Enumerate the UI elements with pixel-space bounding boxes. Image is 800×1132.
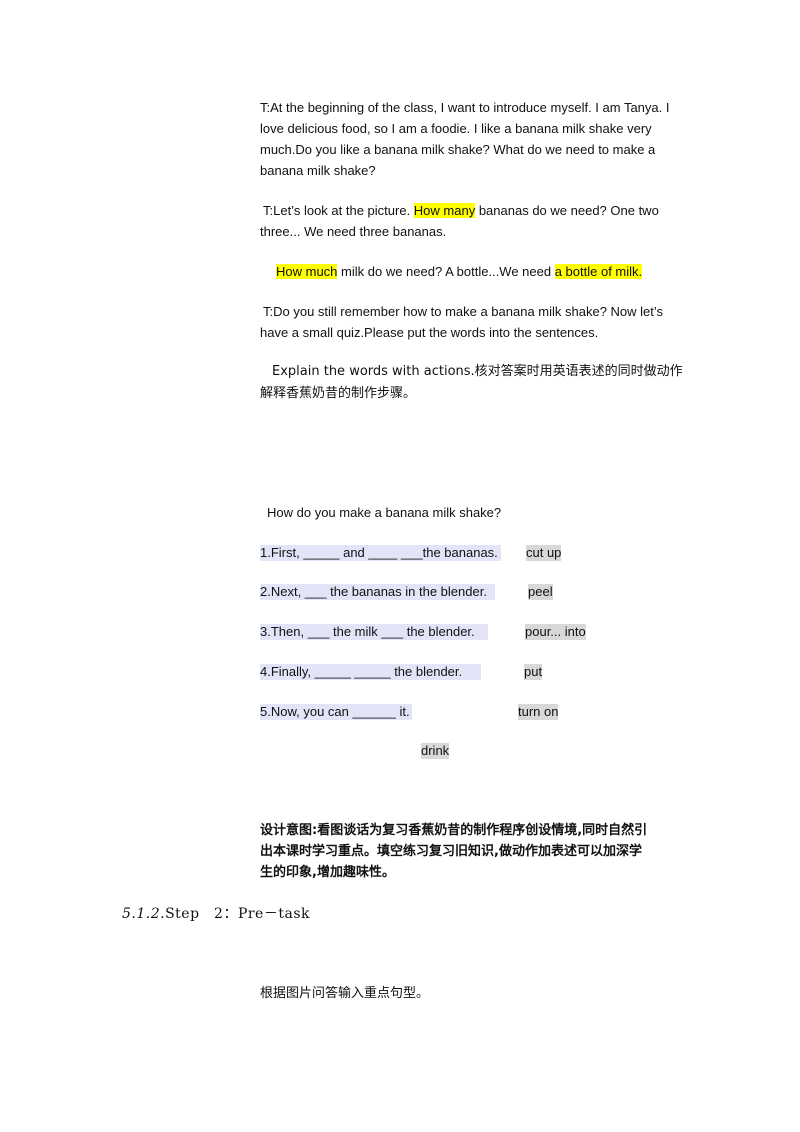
intro-line-3: much.Do you like a banana milk shake? Wh… xyxy=(260,142,656,157)
intro-line-4: banana milk shake? xyxy=(260,163,376,178)
explain-line-1: Explain the words with actions.核对答案时用英语表… xyxy=(272,364,683,379)
word-cut-up: cut up xyxy=(526,545,562,561)
picture-line-2: three... We need three bananas. xyxy=(260,224,447,239)
intro-line-1: T:At the beginning of the class, I want … xyxy=(260,100,670,115)
step-heading: 5.1.2.Step 2：Pre－task xyxy=(122,906,310,922)
milk-line: How much milk do we need? A bottle...We … xyxy=(276,264,643,280)
picture-suffix: bananas do we need? One two xyxy=(475,203,659,218)
exercise-sentence-2: 2.Next, ___ the bananas in the blender. xyxy=(260,584,495,600)
design-line-1: 设计意图:看图谈话为复习香蕉奶昔的制作程序创设情境,同时自然引 xyxy=(260,823,648,838)
picture-prefix: T:Let’s look at the picture. xyxy=(263,203,414,218)
intro-line-2: love delicious food, so I am a foodie. I… xyxy=(260,121,652,136)
highlight-bottle-of-milk: a bottle of milk. xyxy=(554,264,643,279)
exercise-sentence-5: 5.Now, you can ______ it. xyxy=(260,704,412,720)
picture-line-1: T:Let’s look at the picture. How many ba… xyxy=(263,203,659,219)
milk-middle: milk do we need? A bottle...We need xyxy=(337,264,555,279)
word-drink: drink xyxy=(421,743,450,759)
exercise-sentence-4: 4.Finally, _____ _____ the blender. xyxy=(260,664,481,680)
design-line-3: 生的印象,增加趣味性。 xyxy=(260,865,395,880)
word-turn-on: turn on xyxy=(518,704,559,720)
word-peel: peel xyxy=(528,584,553,600)
quiz-intro-line-1: T:Do you still remember how to make a ba… xyxy=(263,304,664,319)
explain-line-2: 解释香蕉奶昔的制作步骤。 xyxy=(260,386,417,401)
highlight-how-much: How much xyxy=(276,264,338,279)
final-note: 根据图片问答输入重点句型。 xyxy=(260,986,430,1001)
word-pour-into: pour... into xyxy=(525,624,586,640)
design-line-2: 出本课时学习重点。填空练习复习旧知识,做动作加表述可以加深学 xyxy=(260,844,642,859)
word-put: put xyxy=(524,664,543,680)
exercise-question: How do you make a banana milk shake? xyxy=(267,505,502,520)
step-title: Step 2：Pre－task xyxy=(165,906,310,922)
quiz-intro-line-2: have a small quiz.Please put the words i… xyxy=(260,325,599,340)
highlight-how-many: How many xyxy=(413,203,476,218)
exercise-sentence-3: 3.Then, ___ the milk ___ the blender. xyxy=(260,624,488,640)
exercise-sentence-1: 1.First, _____ and ____ ___the bananas. xyxy=(260,545,501,561)
step-number: 5.1.2. xyxy=(122,906,166,922)
